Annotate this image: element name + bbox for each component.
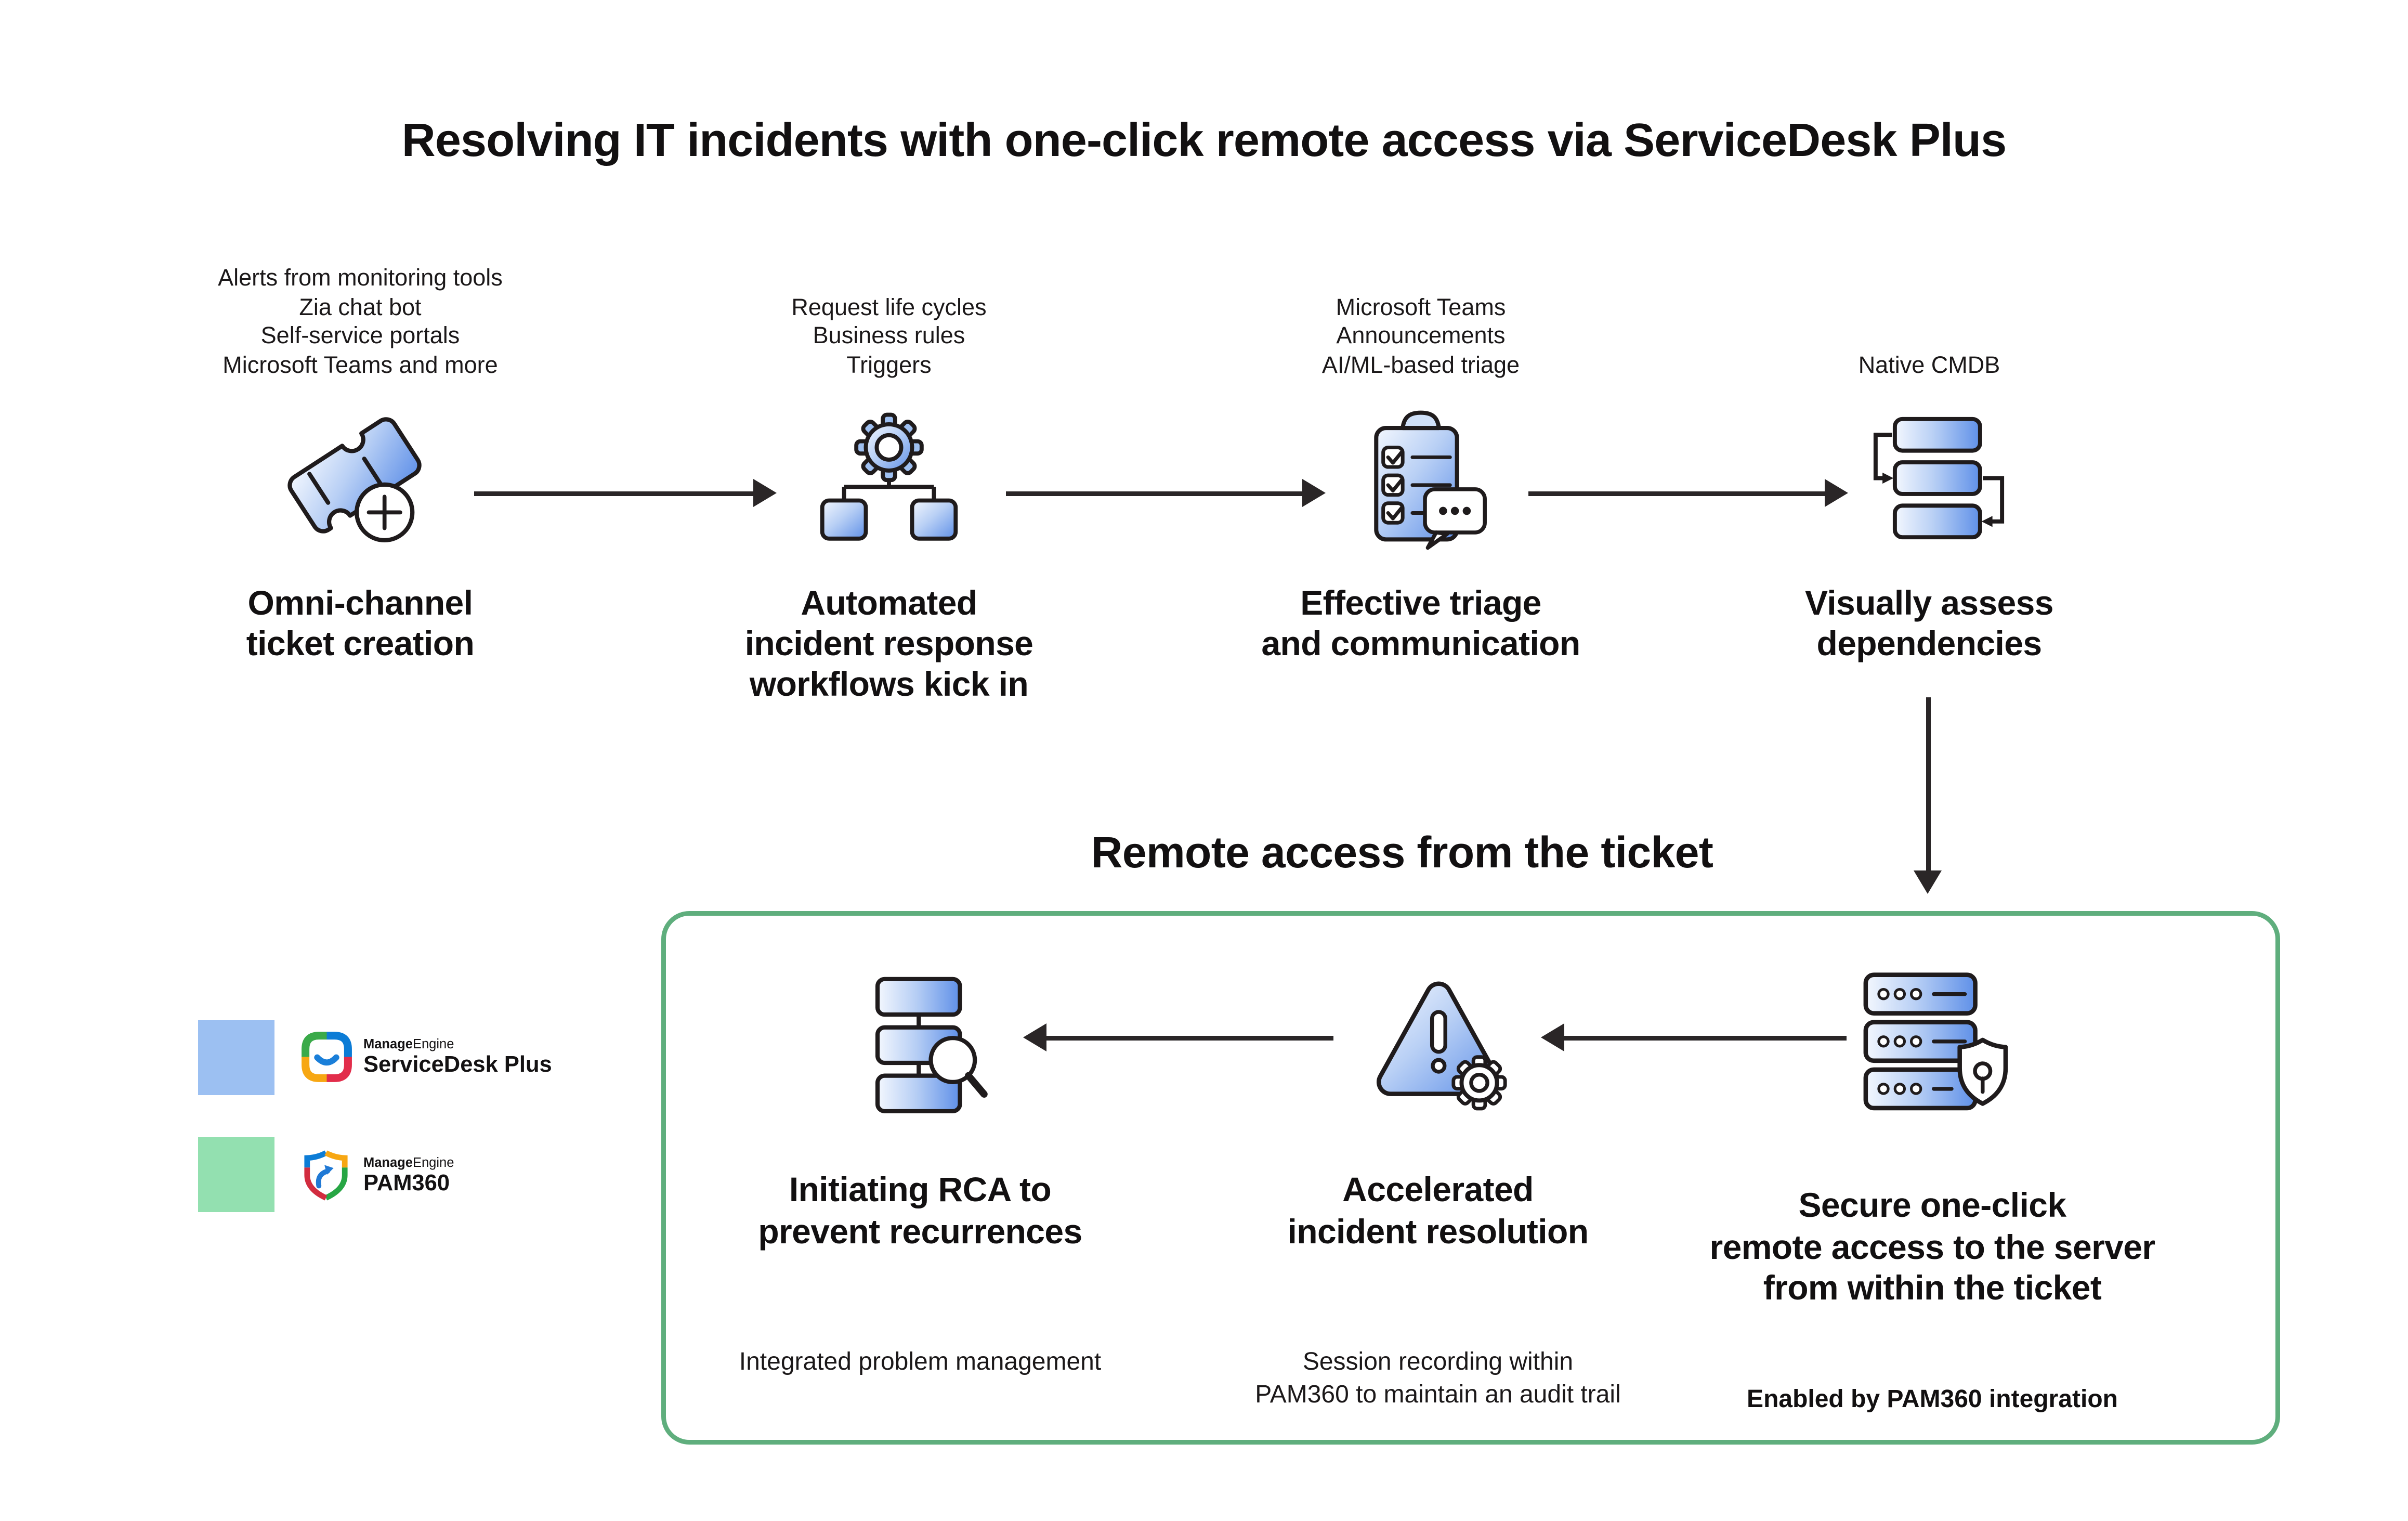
flow-arrow-2 <box>1006 479 1326 507</box>
ticket-plus-icon <box>287 416 422 542</box>
step-sources: Alerts from monitoring tools Zia chat bo… <box>218 265 503 379</box>
step-sources: Native CMDB <box>1858 352 2000 379</box>
legend-entry-servicedesk: ManageEngine ServiceDesk Plus <box>363 1036 552 1078</box>
panel-step-note: Integrated problem management <box>739 1349 1102 1376</box>
product-name: ServiceDesk Plus <box>363 1053 552 1078</box>
panel-arrow-1 <box>1541 1023 1847 1051</box>
page-title: Resolving IT incidents with one-click re… <box>401 115 2007 167</box>
pam360-logo <box>304 1150 348 1201</box>
flow-arrow-1 <box>474 479 777 507</box>
legend-swatch-servicedesk <box>198 1020 274 1095</box>
rca-search-icon <box>875 976 988 1113</box>
panel-step-note: Session recording within PAM360 to maint… <box>1255 1349 1621 1408</box>
panel-step-note: Enabled by PAM360 integration <box>1747 1387 2118 1413</box>
panel-arrow-2 <box>1023 1023 1333 1051</box>
cmdb-dependency-icon <box>1873 416 2005 539</box>
workflow-gear-icon <box>820 412 958 541</box>
servicedesk-plus-logo <box>302 1032 352 1082</box>
panel-step-label: Initiating RCA to prevent recurrences <box>758 1170 1082 1251</box>
step-label: Omni-channel ticket creation <box>246 583 475 663</box>
brand-name: ManageEngine <box>363 1036 454 1051</box>
panel-step-label: Accelerated incident resolution <box>1287 1170 1589 1251</box>
step-label: Visually assess dependencies <box>1805 583 2053 663</box>
section-heading: Remote access from the ticket <box>1091 828 1713 877</box>
panel-step-label: Secure one-click remote access to the se… <box>1709 1186 2156 1307</box>
step-label: Effective triage and communication <box>1261 583 1580 663</box>
triage-checklist-chat-icon <box>1374 410 1487 549</box>
step-label: Automated incident response workflows ki… <box>744 583 1033 704</box>
flow-arrow-down <box>1914 697 1942 894</box>
step-sources: Request life cycles Business rules Trigg… <box>791 294 987 379</box>
server-shield-icon <box>1863 971 2008 1110</box>
brand-name: ManageEngine <box>363 1154 454 1170</box>
flow-arrow-3 <box>1528 479 1848 507</box>
alert-gear-icon <box>1376 981 1507 1110</box>
product-name: PAM360 <box>363 1172 450 1197</box>
legend-entry-pam360: ManageEngine PAM360 <box>363 1154 454 1197</box>
step-sources: Microsoft Teams Announcements AI/ML-base… <box>1321 294 1520 379</box>
legend-swatch-pam360 <box>198 1137 274 1212</box>
